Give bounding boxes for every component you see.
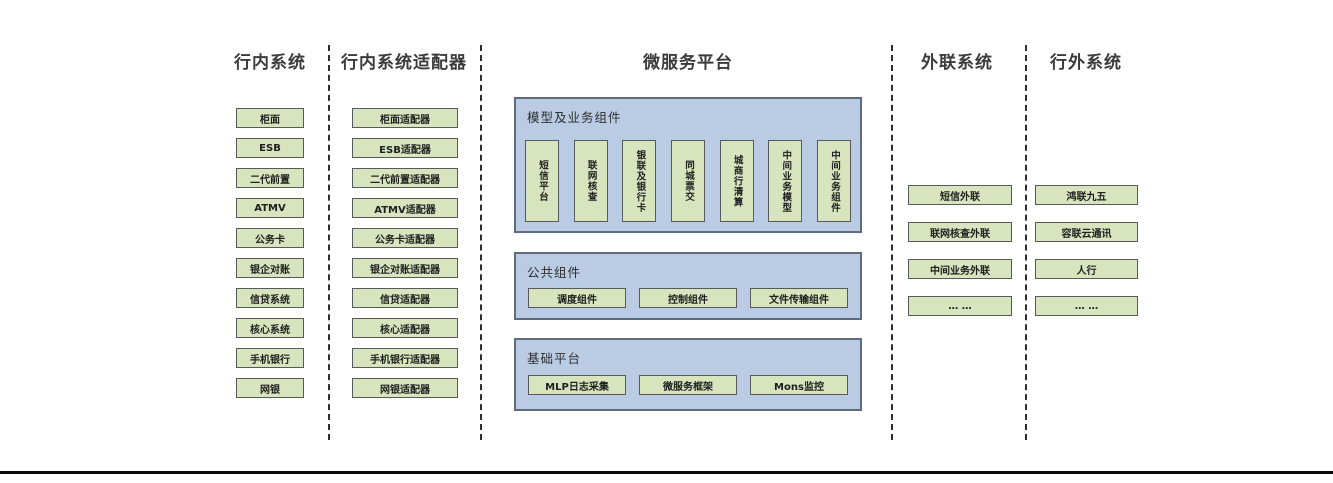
panel-label: 公共组件 <box>527 265 582 280</box>
panel-base-platform: 基础平台 MLP日志采集微服务框架 Mons监控 <box>514 338 862 411</box>
column-separator <box>480 45 482 440</box>
column-header-internal-adapters: 行内系统适配器 <box>341 53 467 73</box>
diagram-box: ATMV <box>236 198 304 218</box>
diagram-box: 二代前置适配器 <box>352 168 458 188</box>
diagram-box: 核心系统 <box>236 318 304 338</box>
column-header-outreach-systems: 外联系统 <box>921 53 993 73</box>
common-components-list: 调度组件控制组件文件传输组件 <box>516 288 860 308</box>
internal-adapters-list: 柜面适配器 ESB适配器二代前置适配器 ATMV适配器公务卡适配器银企对账适配器信贷… <box>352 108 458 398</box>
column-separator <box>891 45 893 440</box>
diagram-box: 同城票交 <box>670 140 705 222</box>
diagram-box: 短信平台 <box>525 140 559 222</box>
diagram-box: 信贷适配器 <box>352 288 458 308</box>
diagram-box: 中间业务组件 <box>816 140 851 222</box>
diagram-box: MLP日志采集 <box>528 375 626 395</box>
diagram-box: ESB <box>236 138 304 158</box>
diagram-box: 联网核查外联 <box>908 222 1012 242</box>
column-separator <box>328 45 330 440</box>
diagram-box: 城商行清算 <box>719 140 754 222</box>
column-header-external-systems: 行外系统 <box>1050 53 1122 73</box>
diagram-box: 柜面 <box>236 108 304 128</box>
panel-model-business-components: 模型及业务组件 短信平台联网核查银联及银行卡同城票交城商行清算中间业务模型中间业… <box>514 97 862 233</box>
diagram-box: 二代前置 <box>236 168 304 188</box>
panel-label: 模型及业务组件 <box>527 110 622 125</box>
diagram-box: 联网核查 <box>573 140 608 222</box>
column-separator <box>1025 45 1027 440</box>
diagram-box: 鸿联九五 <box>1035 185 1138 205</box>
diagram-box: 中间业务模型 <box>768 140 803 222</box>
diagram-box: 容联云通讯 <box>1035 222 1138 242</box>
model-components-list: 短信平台联网核查银联及银行卡同城票交城商行清算中间业务模型中间业务组件 <box>516 140 860 222</box>
external-systems-list: 鸿联九五容联云通讯人行 … … <box>1035 185 1138 316</box>
diagram-box: 公务卡 <box>236 228 304 248</box>
diagram-box: 银企对账 <box>236 258 304 278</box>
diagram-box: 网银适配器 <box>352 378 458 398</box>
diagram-box: ATMV适配器 <box>352 198 458 218</box>
diagram-box: 微服务框架 <box>639 375 737 395</box>
diagram-box: 控制组件 <box>639 288 737 308</box>
diagram-box: 文件传输组件 <box>750 288 848 308</box>
panel-common-components: 公共组件 调度组件控制组件文件传输组件 <box>514 252 862 320</box>
diagram-box: 网银 <box>236 378 304 398</box>
bottom-divider-line <box>0 471 1333 474</box>
diagram-box: 中间业务外联 <box>908 259 1012 279</box>
diagram-box: 手机银行 <box>236 348 304 368</box>
diagram-box: 信贷系统 <box>236 288 304 308</box>
diagram-box: 柜面适配器 <box>352 108 458 128</box>
diagram-box: 公务卡适配器 <box>352 228 458 248</box>
diagram-box: 人行 <box>1035 259 1138 279</box>
internal-systems-list: 柜面 ESB 二代前置 ATMV 公务卡银企对账信贷系统核心系统手机银行网银 <box>236 108 304 398</box>
diagram-box: 手机银行适配器 <box>352 348 458 368</box>
diagram-box: 短信外联 <box>908 185 1012 205</box>
column-header-internal-systems: 行内系统 <box>234 53 306 73</box>
panel-label: 基础平台 <box>527 351 582 366</box>
base-platform-list: MLP日志采集微服务框架 Mons监控 <box>516 375 860 395</box>
diagram-box: ESB适配器 <box>352 138 458 158</box>
outreach-systems-list: 短信外联联网核查外联中间业务外联 … … <box>908 185 1012 316</box>
diagram-box: 核心适配器 <box>352 318 458 338</box>
diagram-box: 银企对账适配器 <box>352 258 458 278</box>
diagram-box: 银联及银行卡 <box>622 140 657 222</box>
column-header-microservice-platform: 微服务平台 <box>643 53 733 73</box>
diagram-box: … … <box>1035 296 1138 316</box>
diagram-box: Mons监控 <box>750 375 848 395</box>
diagram-box: 调度组件 <box>528 288 626 308</box>
diagram-box: … … <box>908 296 1012 316</box>
